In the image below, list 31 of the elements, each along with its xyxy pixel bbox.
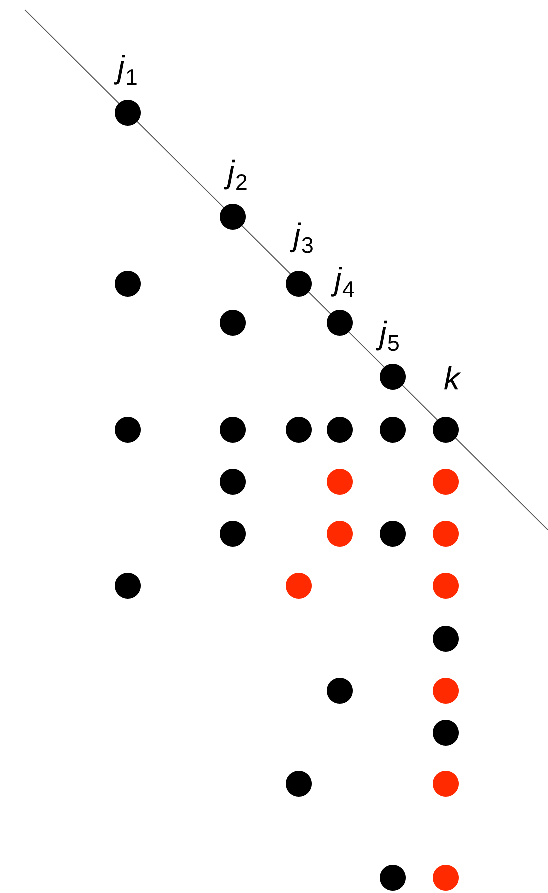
dot [327, 469, 353, 495]
dot [115, 573, 141, 599]
dot [220, 310, 246, 336]
dot [327, 417, 353, 443]
dot [220, 521, 246, 547]
node-label: j$_{3}$ [290, 222, 313, 254]
dot [433, 521, 459, 547]
dot [115, 417, 141, 443]
dot [115, 271, 141, 297]
node-label: j$_{5}$ [376, 320, 399, 352]
dot [433, 573, 459, 599]
dot [433, 865, 459, 891]
dot [433, 771, 459, 797]
dot [286, 573, 312, 599]
dot [327, 678, 353, 704]
dot [220, 469, 246, 495]
dot [433, 720, 459, 746]
node-label: k [444, 366, 462, 390]
dot [286, 771, 312, 797]
dot [220, 417, 246, 443]
node-label: j$_{2}$ [224, 160, 247, 190]
dot [380, 417, 406, 443]
node-label: j$_{1}$ [114, 55, 137, 86]
dot [380, 521, 406, 547]
dot [433, 626, 459, 652]
dot [327, 521, 353, 547]
dot [286, 417, 312, 443]
dot [380, 865, 406, 891]
node-label: j$_{4}$ [331, 267, 354, 298]
dot [433, 678, 459, 704]
dot [433, 469, 459, 495]
